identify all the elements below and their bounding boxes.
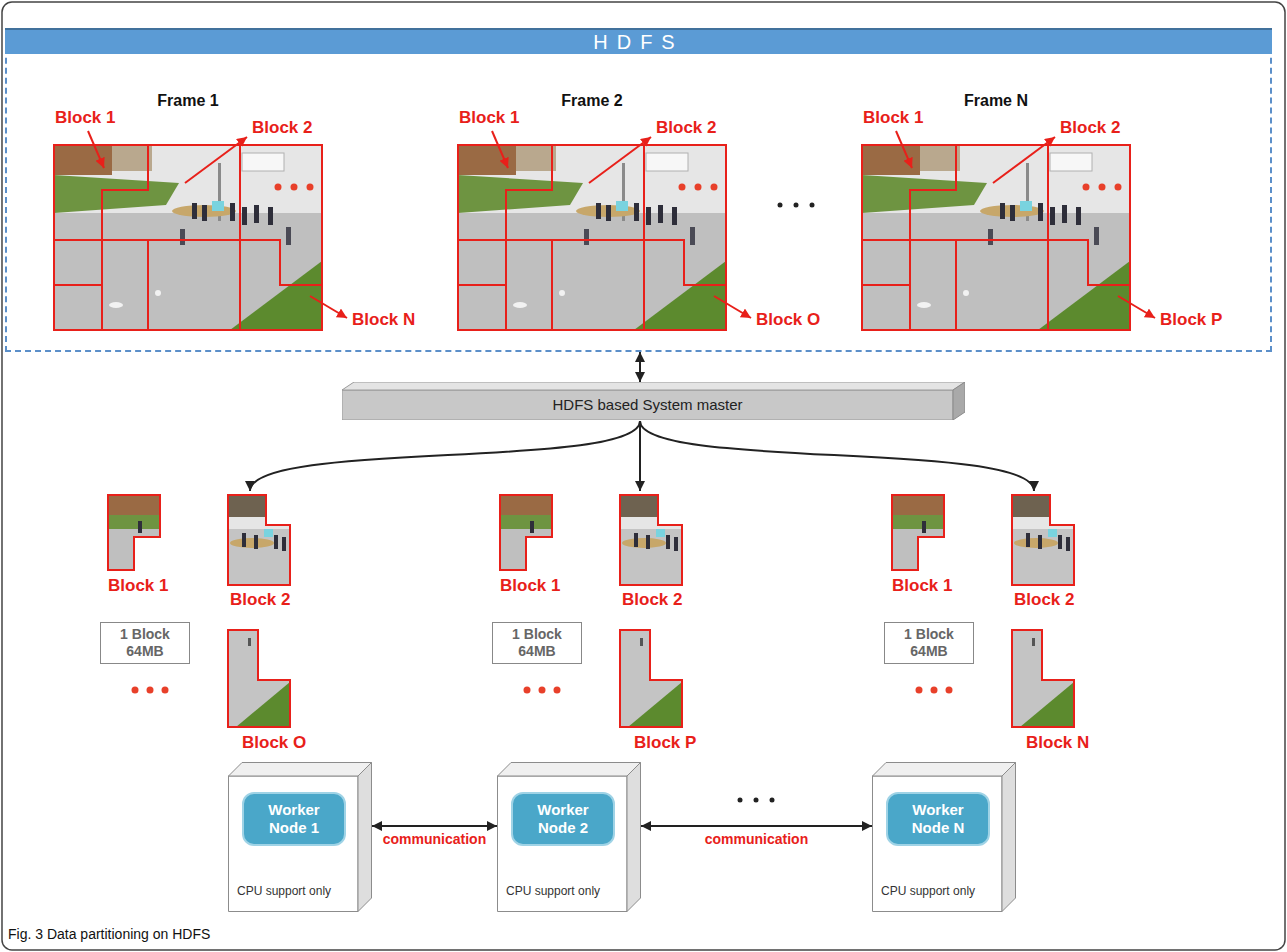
block-label: Block 2 xyxy=(1060,118,1120,138)
ellipsis-dot xyxy=(754,798,759,803)
block-piece xyxy=(1012,495,1074,585)
bar-side xyxy=(953,382,965,420)
block-size-box: 1 Block 64MB xyxy=(100,622,190,664)
block-label: Block 1 xyxy=(863,108,923,128)
block-piece xyxy=(228,630,290,727)
block-label: Block 2 xyxy=(656,118,716,138)
distribution-arrow xyxy=(250,421,640,491)
box-top xyxy=(873,763,1016,777)
connector-label: communication xyxy=(381,831,488,847)
figure-caption: Fig. 3 Data partitioning on HDFS xyxy=(8,926,210,942)
block-size-text: 1 Block 64MB xyxy=(111,626,179,660)
block-piece xyxy=(228,495,290,585)
master-bar: HDFS based System master xyxy=(342,382,965,420)
block-label: Block O xyxy=(242,733,306,753)
connector-arrow xyxy=(639,352,641,382)
ellipsis-dot xyxy=(931,687,938,694)
block-label: Block 1 xyxy=(459,108,519,128)
panel-title: HDFS xyxy=(5,28,1272,54)
worker-node: Worker Node N xyxy=(886,792,990,846)
ellipsis-dot xyxy=(778,203,783,208)
block-label: Block 2 xyxy=(252,118,312,138)
box-top xyxy=(229,763,372,777)
ellipsis-dot xyxy=(794,203,799,208)
bar-top xyxy=(342,382,965,390)
block-label: Block 2 xyxy=(622,590,682,610)
ellipsis-dot xyxy=(539,687,546,694)
bar-front xyxy=(342,390,953,420)
block-label: Block 2 xyxy=(230,590,290,610)
block-piece xyxy=(1012,630,1074,727)
box-side xyxy=(627,763,641,912)
block-piece xyxy=(620,495,682,585)
worker-label: Worker Node 2 xyxy=(519,801,607,837)
block-label: Block N xyxy=(1026,733,1089,753)
distribution-arrow xyxy=(639,421,641,491)
ellipsis-dot xyxy=(770,798,775,803)
ellipsis-dot xyxy=(147,687,154,694)
ellipsis-dot xyxy=(554,687,561,694)
worker-machine: CPU support only Worker Node N xyxy=(872,762,1016,912)
master-label: HDFS based System master xyxy=(342,390,953,420)
block-label: Block P xyxy=(634,733,696,753)
worker-machine: CPU support only Worker Node 1 xyxy=(228,762,372,912)
block-label: Block 2 xyxy=(1014,590,1074,610)
box-top xyxy=(498,763,641,777)
block-label: Block 1 xyxy=(108,576,168,596)
frame-title: Frame N xyxy=(862,92,1130,110)
worker-node: Worker Node 2 xyxy=(511,792,615,846)
block-label: Block 1 xyxy=(500,576,560,596)
frame-image xyxy=(54,145,322,330)
frame-title: Frame 1 xyxy=(54,92,322,110)
ellipsis-dot xyxy=(916,687,923,694)
ellipsis-dot xyxy=(810,203,815,208)
worker-label: Worker Node 1 xyxy=(250,801,338,837)
cpu-note: CPU support only xyxy=(506,884,641,898)
ellipsis-dot xyxy=(738,798,743,803)
connector-label: communication xyxy=(703,831,810,847)
block-piece xyxy=(892,495,944,570)
connector-arrow xyxy=(641,825,872,827)
block-label: Block O xyxy=(756,310,820,330)
ellipsis-dot xyxy=(524,687,531,694)
box-side xyxy=(358,763,372,912)
block-size-text: 1 Block 64MB xyxy=(895,626,963,660)
ellipsis-dot xyxy=(162,687,169,694)
block-label: Block 1 xyxy=(55,108,115,128)
storage-panel: HDFS Frame 1 Frame 2 Frame N xyxy=(5,28,1272,352)
cpu-note: CPU support only xyxy=(237,884,372,898)
block-size-text: 1 Block 64MB xyxy=(503,626,571,660)
block-piece xyxy=(500,495,552,570)
frame-image xyxy=(458,145,726,330)
leader-arrows xyxy=(88,131,347,318)
box-side xyxy=(1002,763,1016,912)
block-piece xyxy=(620,630,682,727)
cpu-note: CPU support only xyxy=(881,884,1016,898)
block-piece xyxy=(108,495,160,570)
block-size-box: 1 Block 64MB xyxy=(884,622,974,664)
leader-arrows xyxy=(492,131,751,318)
block-label: Block N xyxy=(352,310,415,330)
block-label: Block 1 xyxy=(892,576,952,596)
ellipsis-dot xyxy=(946,687,953,694)
block-size-box: 1 Block 64MB xyxy=(492,622,582,664)
connector-arrow xyxy=(372,825,497,827)
distribution-arrow xyxy=(640,421,1034,491)
worker-label: Worker Node N xyxy=(894,801,982,837)
frame-image xyxy=(862,145,1130,330)
ellipsis-dot xyxy=(132,687,139,694)
leader-arrows xyxy=(896,131,1155,318)
frame-title: Frame 2 xyxy=(458,92,726,110)
worker-machine: CPU support only Worker Node 2 xyxy=(497,762,641,912)
block-label: Block P xyxy=(1160,310,1222,330)
worker-node: Worker Node 1 xyxy=(242,792,346,846)
